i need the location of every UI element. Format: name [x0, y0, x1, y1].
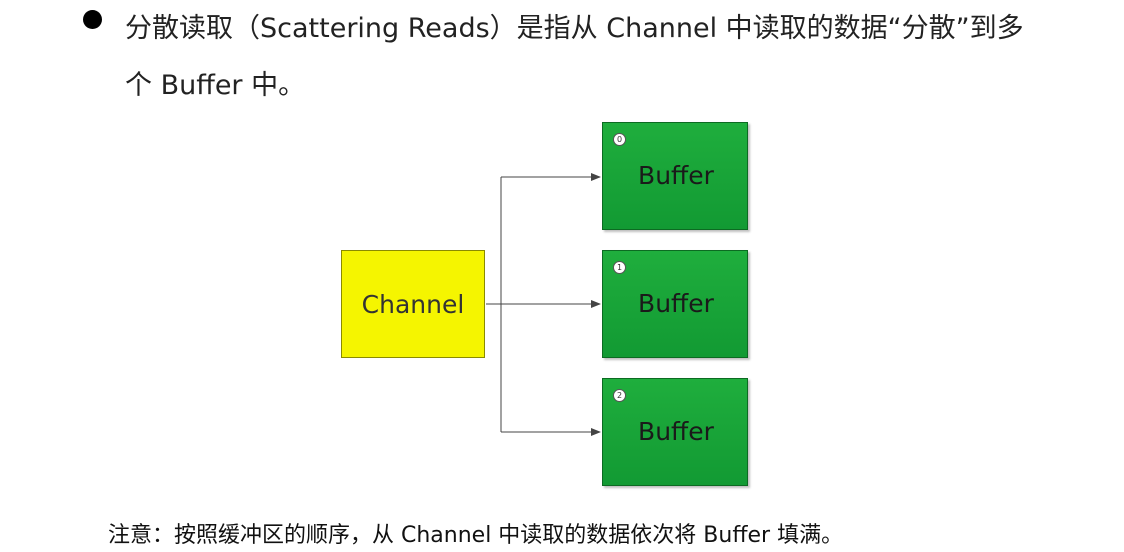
- buffer-node-0: 0 Buffer: [602, 122, 748, 230]
- buffer-badge-1: 1: [613, 261, 626, 274]
- channel-label: Channel: [361, 289, 465, 319]
- buffer-label-0: Buffer: [638, 161, 714, 190]
- buffer-label-2: Buffer: [638, 417, 714, 446]
- bullet-text: 分散读取（Scattering Reads）是指从 Channel 中读取的数据…: [125, 13, 1024, 101]
- buffer-badge-2: 2: [613, 389, 626, 402]
- channel-node: Channel: [341, 250, 485, 358]
- buffer-label-1: Buffer: [638, 289, 714, 318]
- note-text: 注意：按照缓冲区的顺序，从 Channel 中读取的数据依次将 Buffer 填…: [108, 523, 844, 548]
- bullet-dot: [83, 10, 102, 29]
- buffer-badge-0: 0: [613, 133, 626, 146]
- buffer-node-1: 1 Buffer: [602, 250, 748, 358]
- buffer-node-2: 2 Buffer: [602, 378, 748, 486]
